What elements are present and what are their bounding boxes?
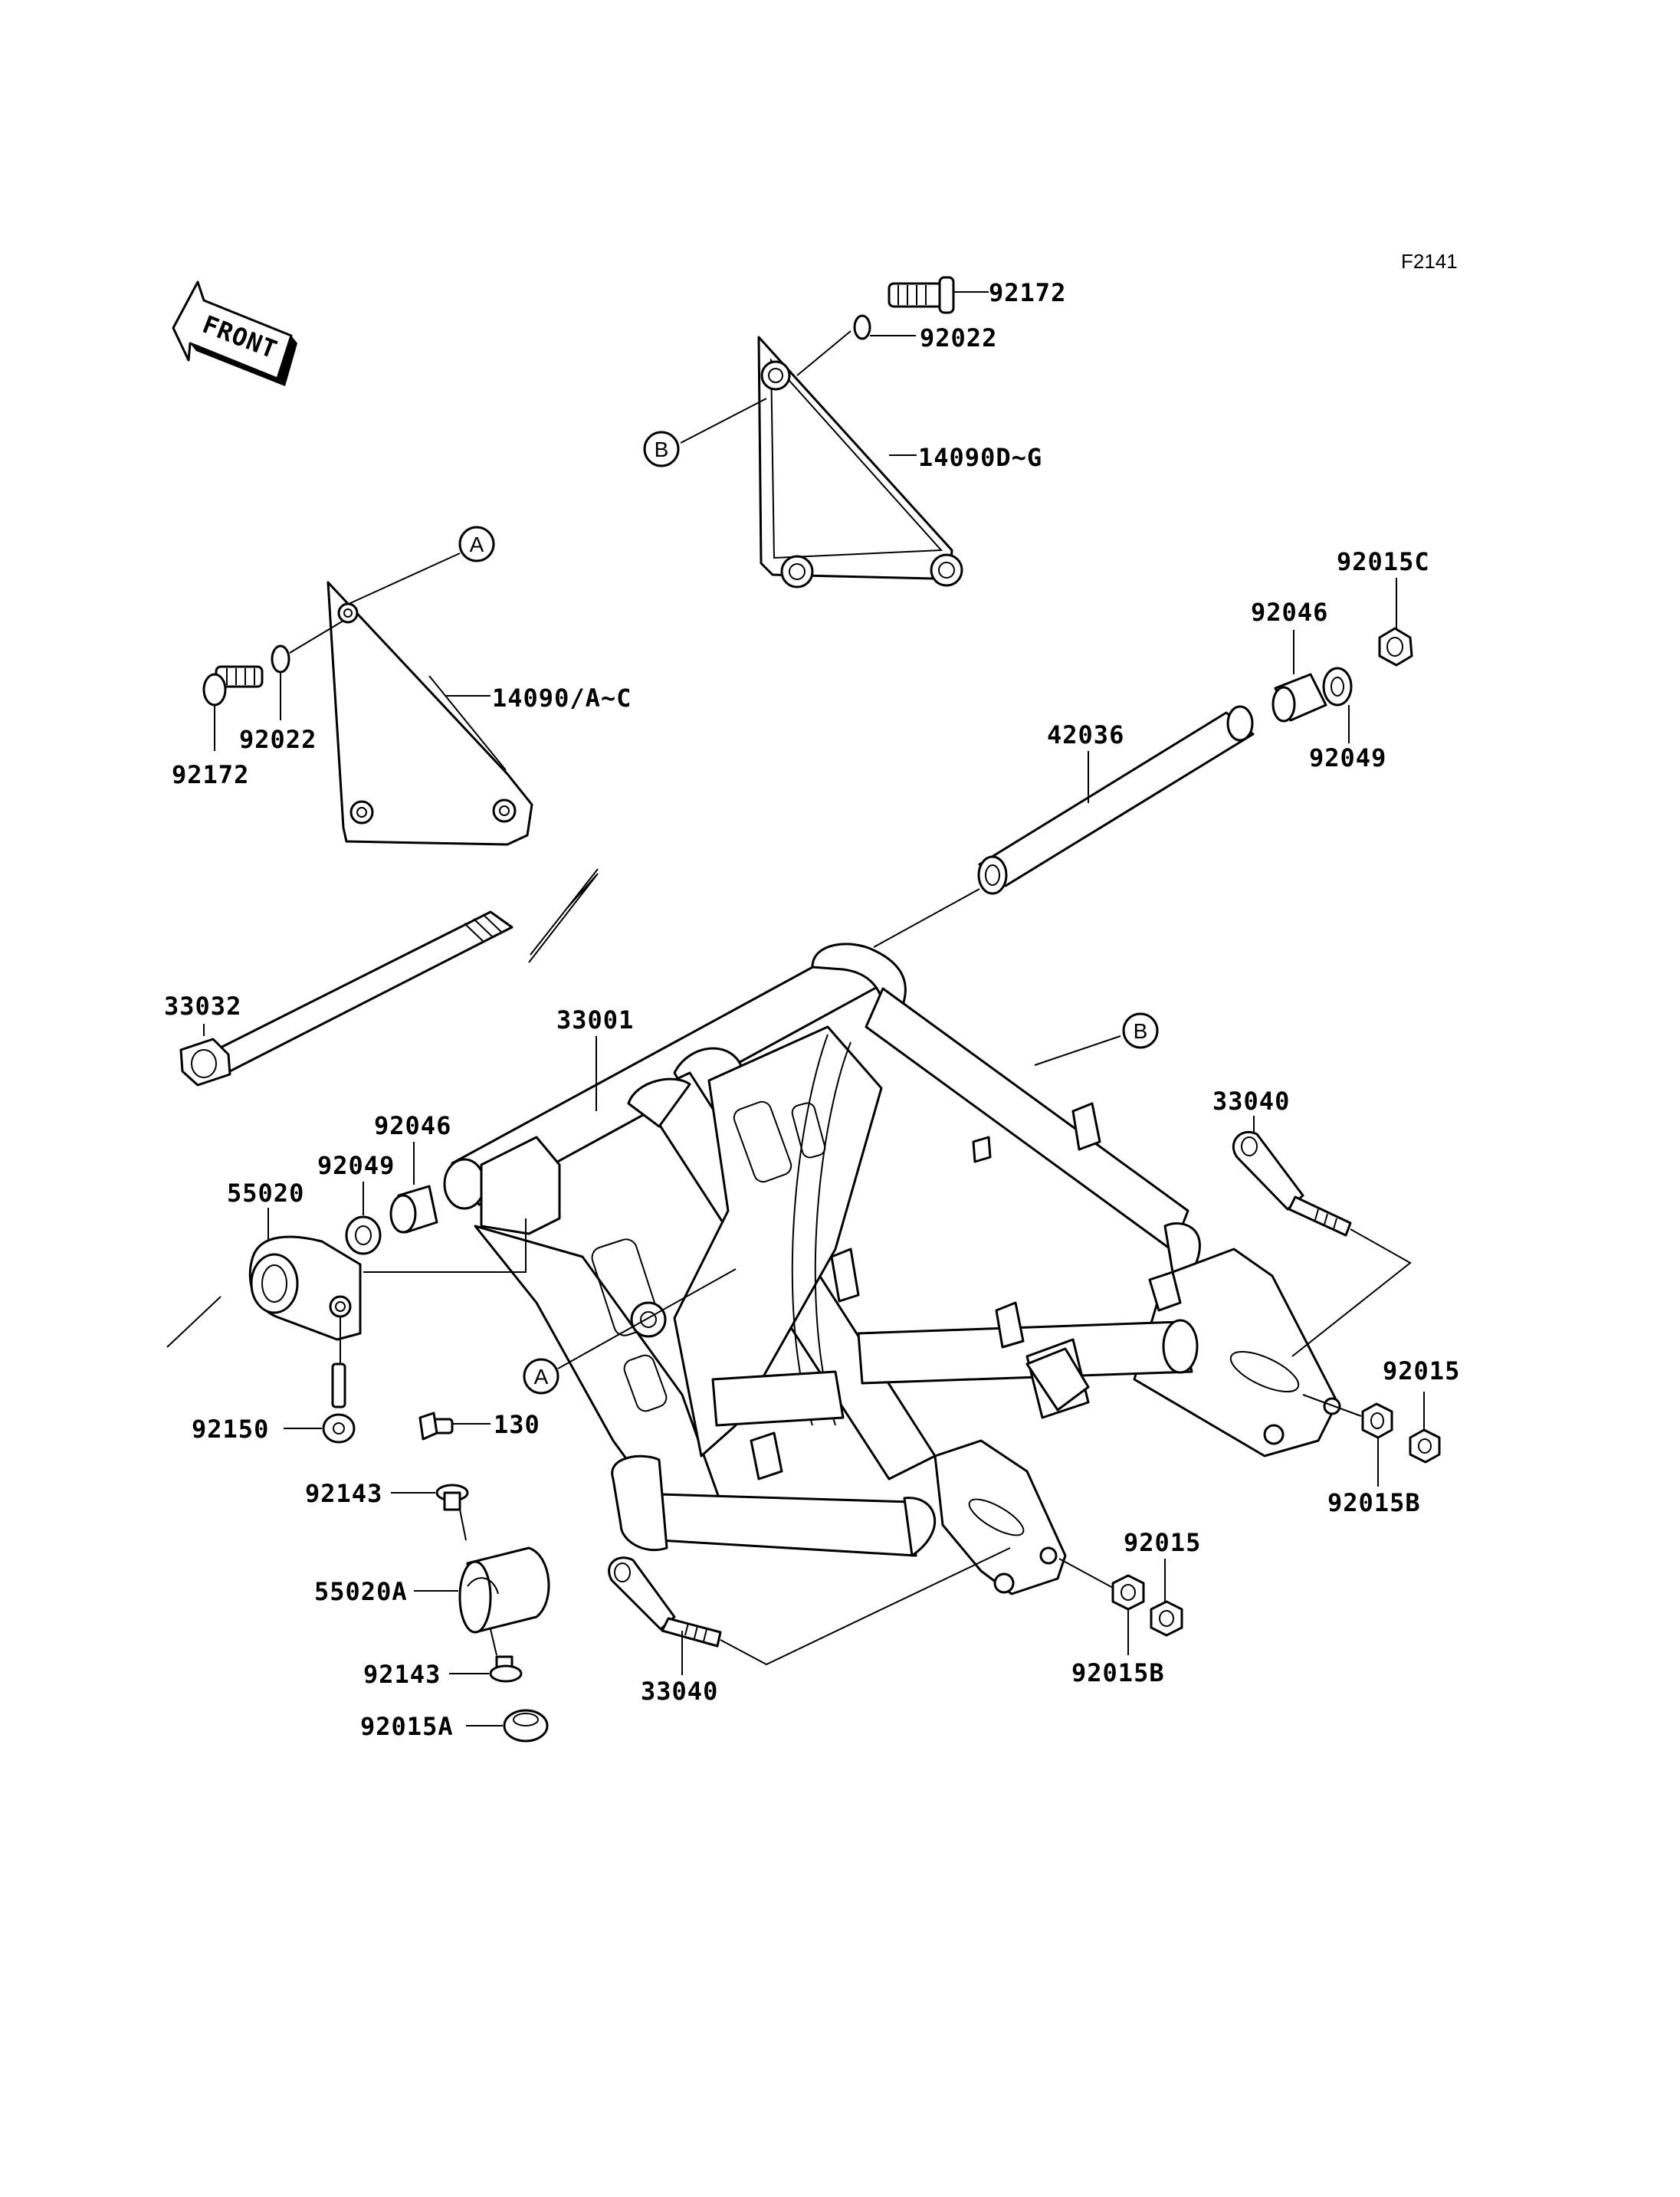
label-92022-top: 92022 — [920, 323, 997, 353]
callout-a-top-label: A — [470, 533, 484, 556]
axle-33032 — [179, 910, 514, 1087]
label-92143-bottom: 92143 — [363, 1660, 441, 1689]
label-42036: 42036 — [1047, 720, 1124, 749]
tube-42036 — [977, 705, 1255, 895]
figure-ref: F2141 — [1401, 250, 1458, 273]
nut-92015-bottom — [1150, 1600, 1183, 1637]
label-92015a: 92015A — [360, 1712, 454, 1741]
label-92049-left: 92049 — [317, 1151, 395, 1180]
label-92046-right: 92046 — [1251, 598, 1328, 627]
label-14090ac: 14090/A~C — [492, 684, 632, 713]
nut-92015a — [503, 1709, 549, 1743]
adjuster-33040-right — [1232, 1130, 1352, 1237]
label-92022-left: 92022 — [239, 725, 317, 754]
adjuster-33040-bottom — [608, 1556, 722, 1648]
label-92015b-bottom: 92015B — [1071, 1658, 1165, 1687]
callout-a-frame-label: A — [534, 1365, 549, 1389]
nut-92015b-bottom — [1111, 1574, 1145, 1611]
label-92015b-right: 92015B — [1327, 1488, 1421, 1517]
label-33032: 33032 — [164, 992, 241, 1021]
front-arrow-icon: FRONT — [172, 280, 297, 386]
bolt-92172-left — [202, 665, 264, 707]
callout-a-top — [458, 526, 495, 562]
label-14090dg: 14090D~G — [918, 443, 1042, 472]
label-92143-top: 92143 — [305, 1479, 382, 1508]
bolt-92150 — [322, 1362, 356, 1444]
washer-92022-left — [271, 644, 290, 674]
nut-92015-right — [1409, 1428, 1441, 1464]
label-130: 130 — [494, 1410, 540, 1439]
label-33001: 33001 — [556, 1005, 634, 1035]
bracket-14090ac — [326, 581, 533, 846]
callout-b-top-label: B — [655, 438, 669, 461]
callout-b-top — [643, 431, 680, 467]
callout-b-frame — [1122, 1012, 1159, 1049]
label-92015-right: 92015 — [1383, 1356, 1460, 1385]
washer-92022-top — [853, 314, 871, 340]
swingarm-33001 — [443, 943, 1341, 1595]
label-92172-top: 92172 — [989, 278, 1066, 307]
label-33040-right: 33040 — [1212, 1087, 1290, 1116]
seal-92049-left — [345, 1215, 382, 1255]
label-92172-left: 92172 — [172, 760, 249, 789]
collar-92143-top — [435, 1484, 469, 1511]
label-55020: 55020 — [227, 1179, 304, 1208]
label-92015c: 92015C — [1337, 547, 1430, 576]
bushing-92046-left — [389, 1185, 438, 1234]
label-33040-bottom: 33040 — [641, 1677, 718, 1706]
sleeve-55020a — [458, 1546, 550, 1634]
bushing-92046-right — [1271, 673, 1327, 723]
label-55020a: 55020A — [314, 1577, 408, 1606]
seal-92049-right — [1322, 667, 1353, 707]
bracket-14090dg — [757, 336, 963, 589]
label-92049-right: 92049 — [1309, 743, 1386, 772]
callout-b-frame-label: B — [1134, 1019, 1148, 1043]
label-92150: 92150 — [192, 1415, 269, 1444]
label-92015-bottom: 92015 — [1124, 1528, 1201, 1557]
callout-a-frame — [523, 1358, 559, 1395]
collar-92143-bottom — [489, 1655, 523, 1683]
bolt-130 — [418, 1412, 454, 1441]
bolt-92172-top — [888, 276, 955, 314]
label-92046-left: 92046 — [374, 1111, 451, 1140]
nut-92015c — [1378, 627, 1413, 667]
clamp-55020 — [248, 1235, 362, 1341]
nut-92015b-right — [1361, 1402, 1393, 1439]
